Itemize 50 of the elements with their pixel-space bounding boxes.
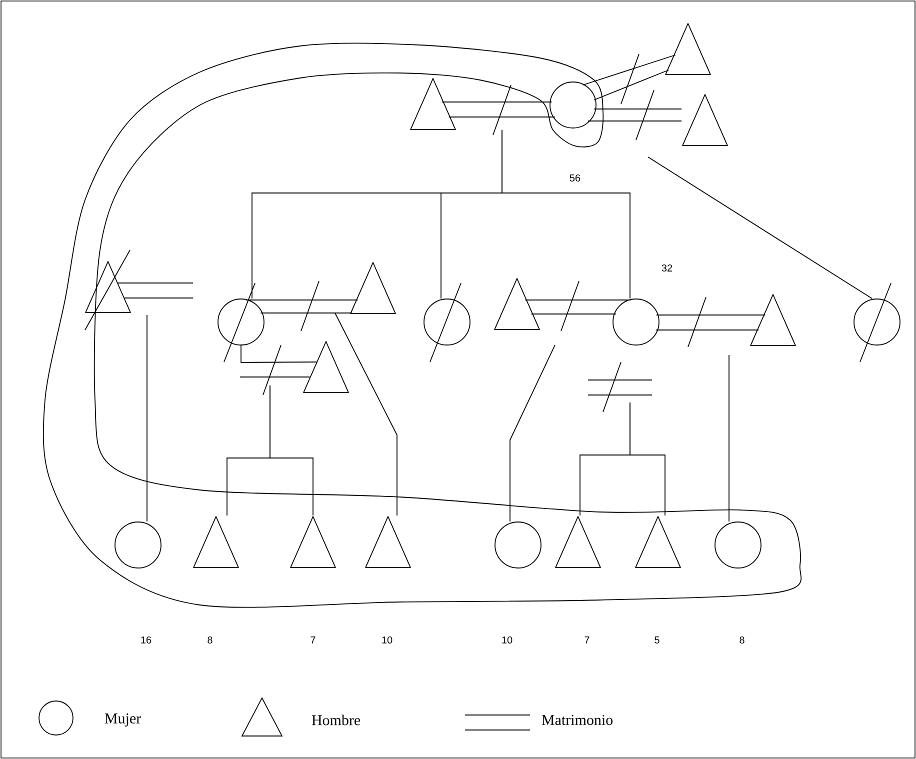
age-label: 5 bbox=[654, 636, 660, 644]
legend-label: Hombre bbox=[312, 714, 360, 726]
age-label: 8 bbox=[208, 636, 212, 644]
man-symbol bbox=[494, 278, 540, 330]
deceased-woman-symbol bbox=[854, 282, 900, 362]
descent-line bbox=[728, 354, 730, 522]
deceased-man-symbol bbox=[84, 250, 131, 330]
man-symbol bbox=[303, 341, 349, 393]
age-label: 32 bbox=[662, 264, 672, 272]
descent-line bbox=[630, 402, 666, 516]
deceased-woman-symbol bbox=[424, 282, 470, 362]
man-symbol bbox=[665, 23, 711, 75]
descent-line bbox=[270, 385, 314, 516]
marriage-line bbox=[240, 345, 318, 378]
descent-line bbox=[502, 130, 630, 299]
marriage-line bbox=[588, 108, 682, 122]
man-symbol bbox=[365, 516, 411, 568]
man-symbol bbox=[290, 516, 336, 568]
woman-symbol bbox=[494, 522, 542, 568]
legend-label: Mujer bbox=[104, 713, 141, 727]
woman-symbol bbox=[612, 298, 660, 346]
woman-symbol bbox=[550, 82, 596, 128]
man-symbol bbox=[635, 516, 681, 568]
man-symbol bbox=[410, 78, 456, 130]
age-label: 8 bbox=[740, 636, 744, 644]
man-symbol bbox=[555, 516, 601, 568]
descent-line bbox=[510, 344, 556, 522]
legend-label: Matrimonio bbox=[542, 714, 613, 726]
marriage-line bbox=[117, 282, 194, 298]
age-label: 10 bbox=[502, 636, 512, 644]
marriage-line bbox=[442, 102, 556, 118]
marriage-line bbox=[582, 54, 676, 100]
age-label: 7 bbox=[584, 636, 590, 644]
woman-symbol bbox=[714, 522, 762, 568]
descent-line bbox=[146, 314, 148, 522]
man-symbol bbox=[193, 516, 239, 568]
man-symbol bbox=[682, 94, 728, 146]
deceased-woman-symbol bbox=[218, 282, 264, 362]
age-label: 16 bbox=[141, 636, 152, 644]
marriage-line bbox=[656, 314, 766, 330]
age-label: 56 bbox=[570, 174, 580, 182]
descent-line bbox=[648, 156, 872, 299]
woman-symbol bbox=[114, 522, 162, 568]
man-symbol bbox=[350, 262, 396, 314]
age-label: 10 bbox=[382, 636, 392, 644]
marriage-line bbox=[524, 300, 632, 314]
marriage-line bbox=[246, 300, 358, 314]
man-symbol bbox=[750, 294, 796, 346]
age-label: 7 bbox=[310, 636, 316, 644]
descent-line bbox=[334, 312, 398, 516]
